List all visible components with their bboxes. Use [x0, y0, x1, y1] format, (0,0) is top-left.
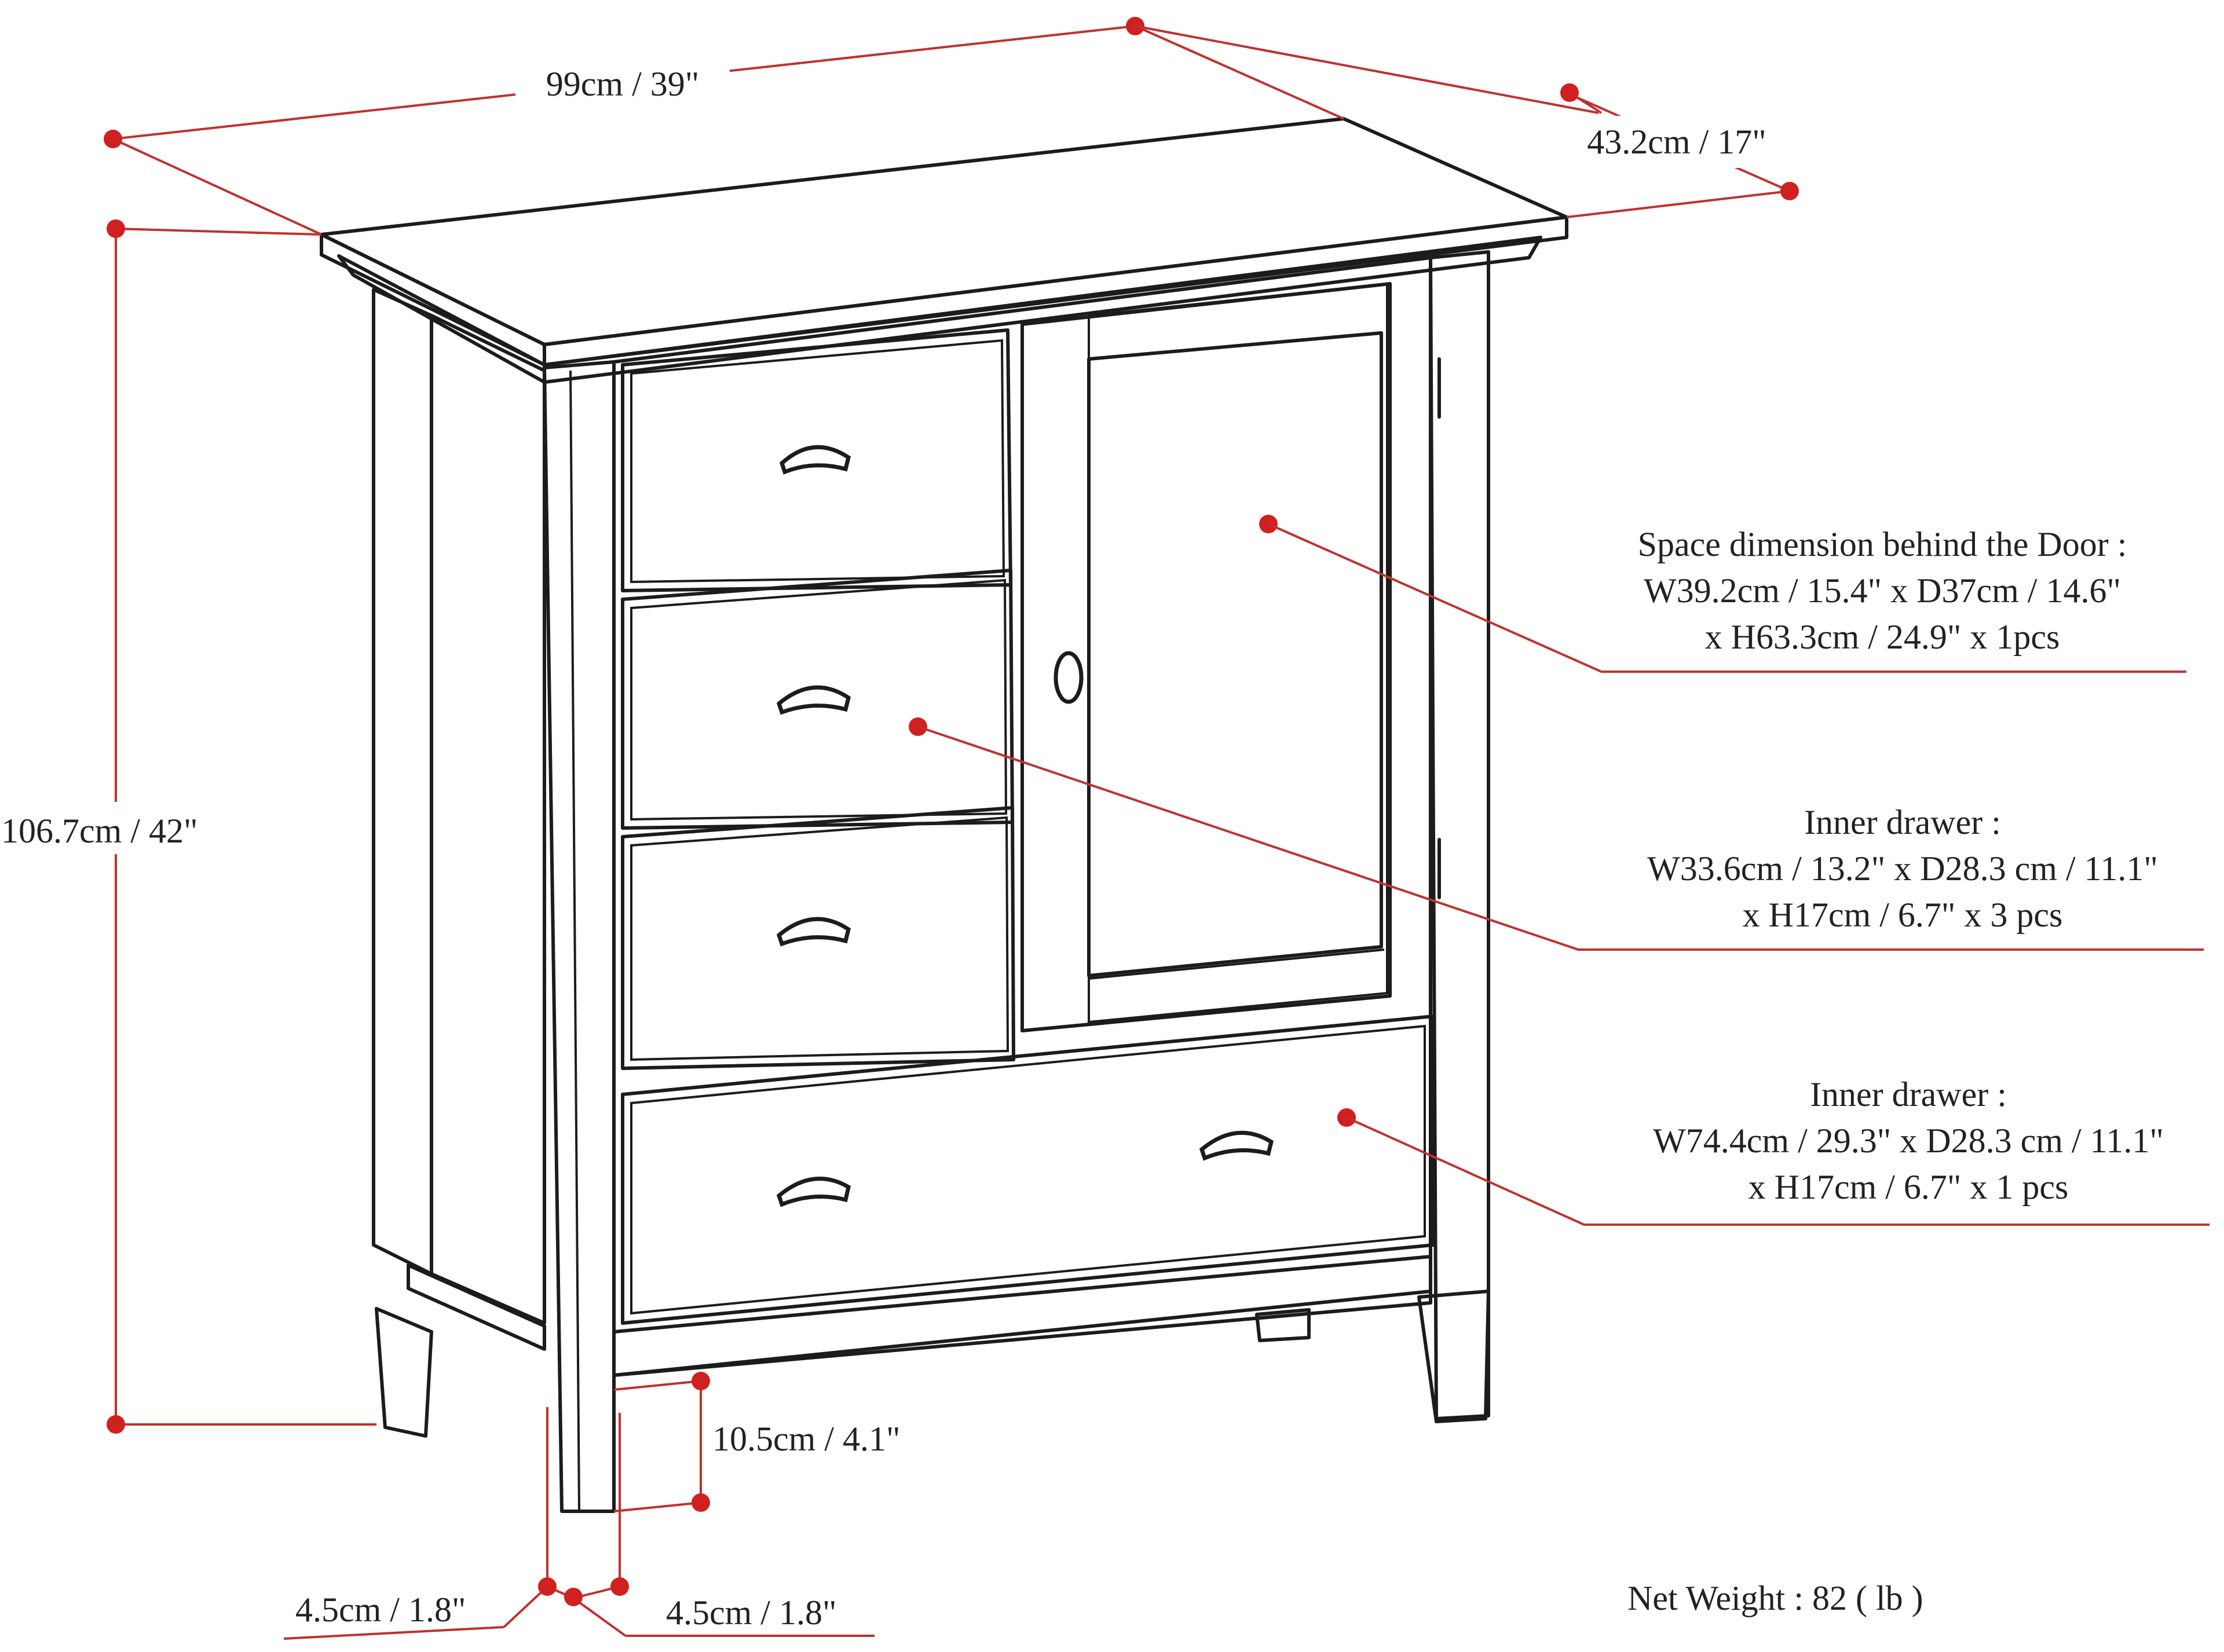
leg-width-left-label: 4.5cm / 1.8" [295, 1591, 466, 1629]
drawer-2-handle-icon [776, 685, 851, 715]
dimension-leg-height: 10.5cm / 4.1" [613, 1372, 900, 1512]
dimension-depth: 43.2cm / 17" [1135, 25, 1799, 218]
callout-large-drawer: Inner drawer : W74.4cm / 29.3" x D28.3 c… [1337, 1075, 2210, 1226]
width-label: 99cm / 39" [546, 65, 699, 103]
small-drawer-line-2: W33.6cm / 13.2" x D28.3 cm / 11.1" [1647, 849, 2158, 888]
small-drawer-2 [621, 569, 1014, 830]
large-drawer-line-3: x H17cm / 6.7" x 1 pcs [1749, 1168, 2069, 1206]
cabinet-left-side [372, 288, 546, 1438]
small-drawer-line-1: Inner drawer : [1804, 803, 2001, 841]
dimension-width: 99cm / 39" [104, 17, 1344, 236]
dimension-height: 106.7cm / 42" [0, 219, 376, 1434]
small-drawer-line-3: x H17cm / 6.7" x 3 pcs [1743, 896, 2063, 934]
net-weight-label: Net Weight : 82 ( lb ) [1627, 1579, 1923, 1617]
cabinet-front-left-leg [543, 360, 616, 1513]
drawer-3-handle-icon [776, 917, 851, 947]
cabinet-door [1020, 282, 1441, 1032]
small-drawer-3 [621, 806, 1015, 1070]
cabinet-drawing [320, 117, 1568, 1513]
drawer-1-handle-icon [779, 445, 851, 475]
door-space-line-1: Space dimension behind the Door : [1638, 525, 2127, 563]
leg-width-right-label: 4.5cm / 1.8" [666, 1594, 836, 1632]
large-drawer-line-2: W74.4cm / 29.3" x D28.3 cm / 11.1" [1653, 1122, 2164, 1160]
large-drawer-right-handle-icon [1199, 1130, 1274, 1161]
large-drawer-left-handle-icon [776, 1177, 851, 1207]
cabinet-front-frame [612, 256, 1432, 1377]
door-space-line-2: W39.2cm / 15.4" x D37cm / 14.6" [1644, 572, 2121, 610]
door-knob-icon [1054, 651, 1084, 704]
leg-height-label: 10.5cm / 4.1" [712, 1420, 900, 1458]
callout-door-space: Space dimension behind the Door : W39.2c… [1259, 515, 2186, 673]
small-drawer-1 [621, 328, 1012, 592]
cabinet-back-right-foot [1255, 1308, 1311, 1342]
depth-label: 43.2cm / 17" [1587, 123, 1766, 161]
door-space-line-3: x H63.3cm / 24.9" x 1pcs [1705, 618, 2060, 656]
callout-small-drawer: Inner drawer : W33.6cm / 13.2" x D28.3 c… [909, 717, 2204, 951]
cabinet-bottom-apron [612, 1255, 1432, 1377]
dimension-leg-widths: 4.5cm / 1.8" 4.5cm / 1.8" [283, 1407, 875, 1640]
large-drawer [621, 1014, 1435, 1325]
large-drawer-line-1: Inner drawer : [1810, 1075, 2007, 1113]
height-label: 106.7cm / 42" [1, 812, 197, 850]
